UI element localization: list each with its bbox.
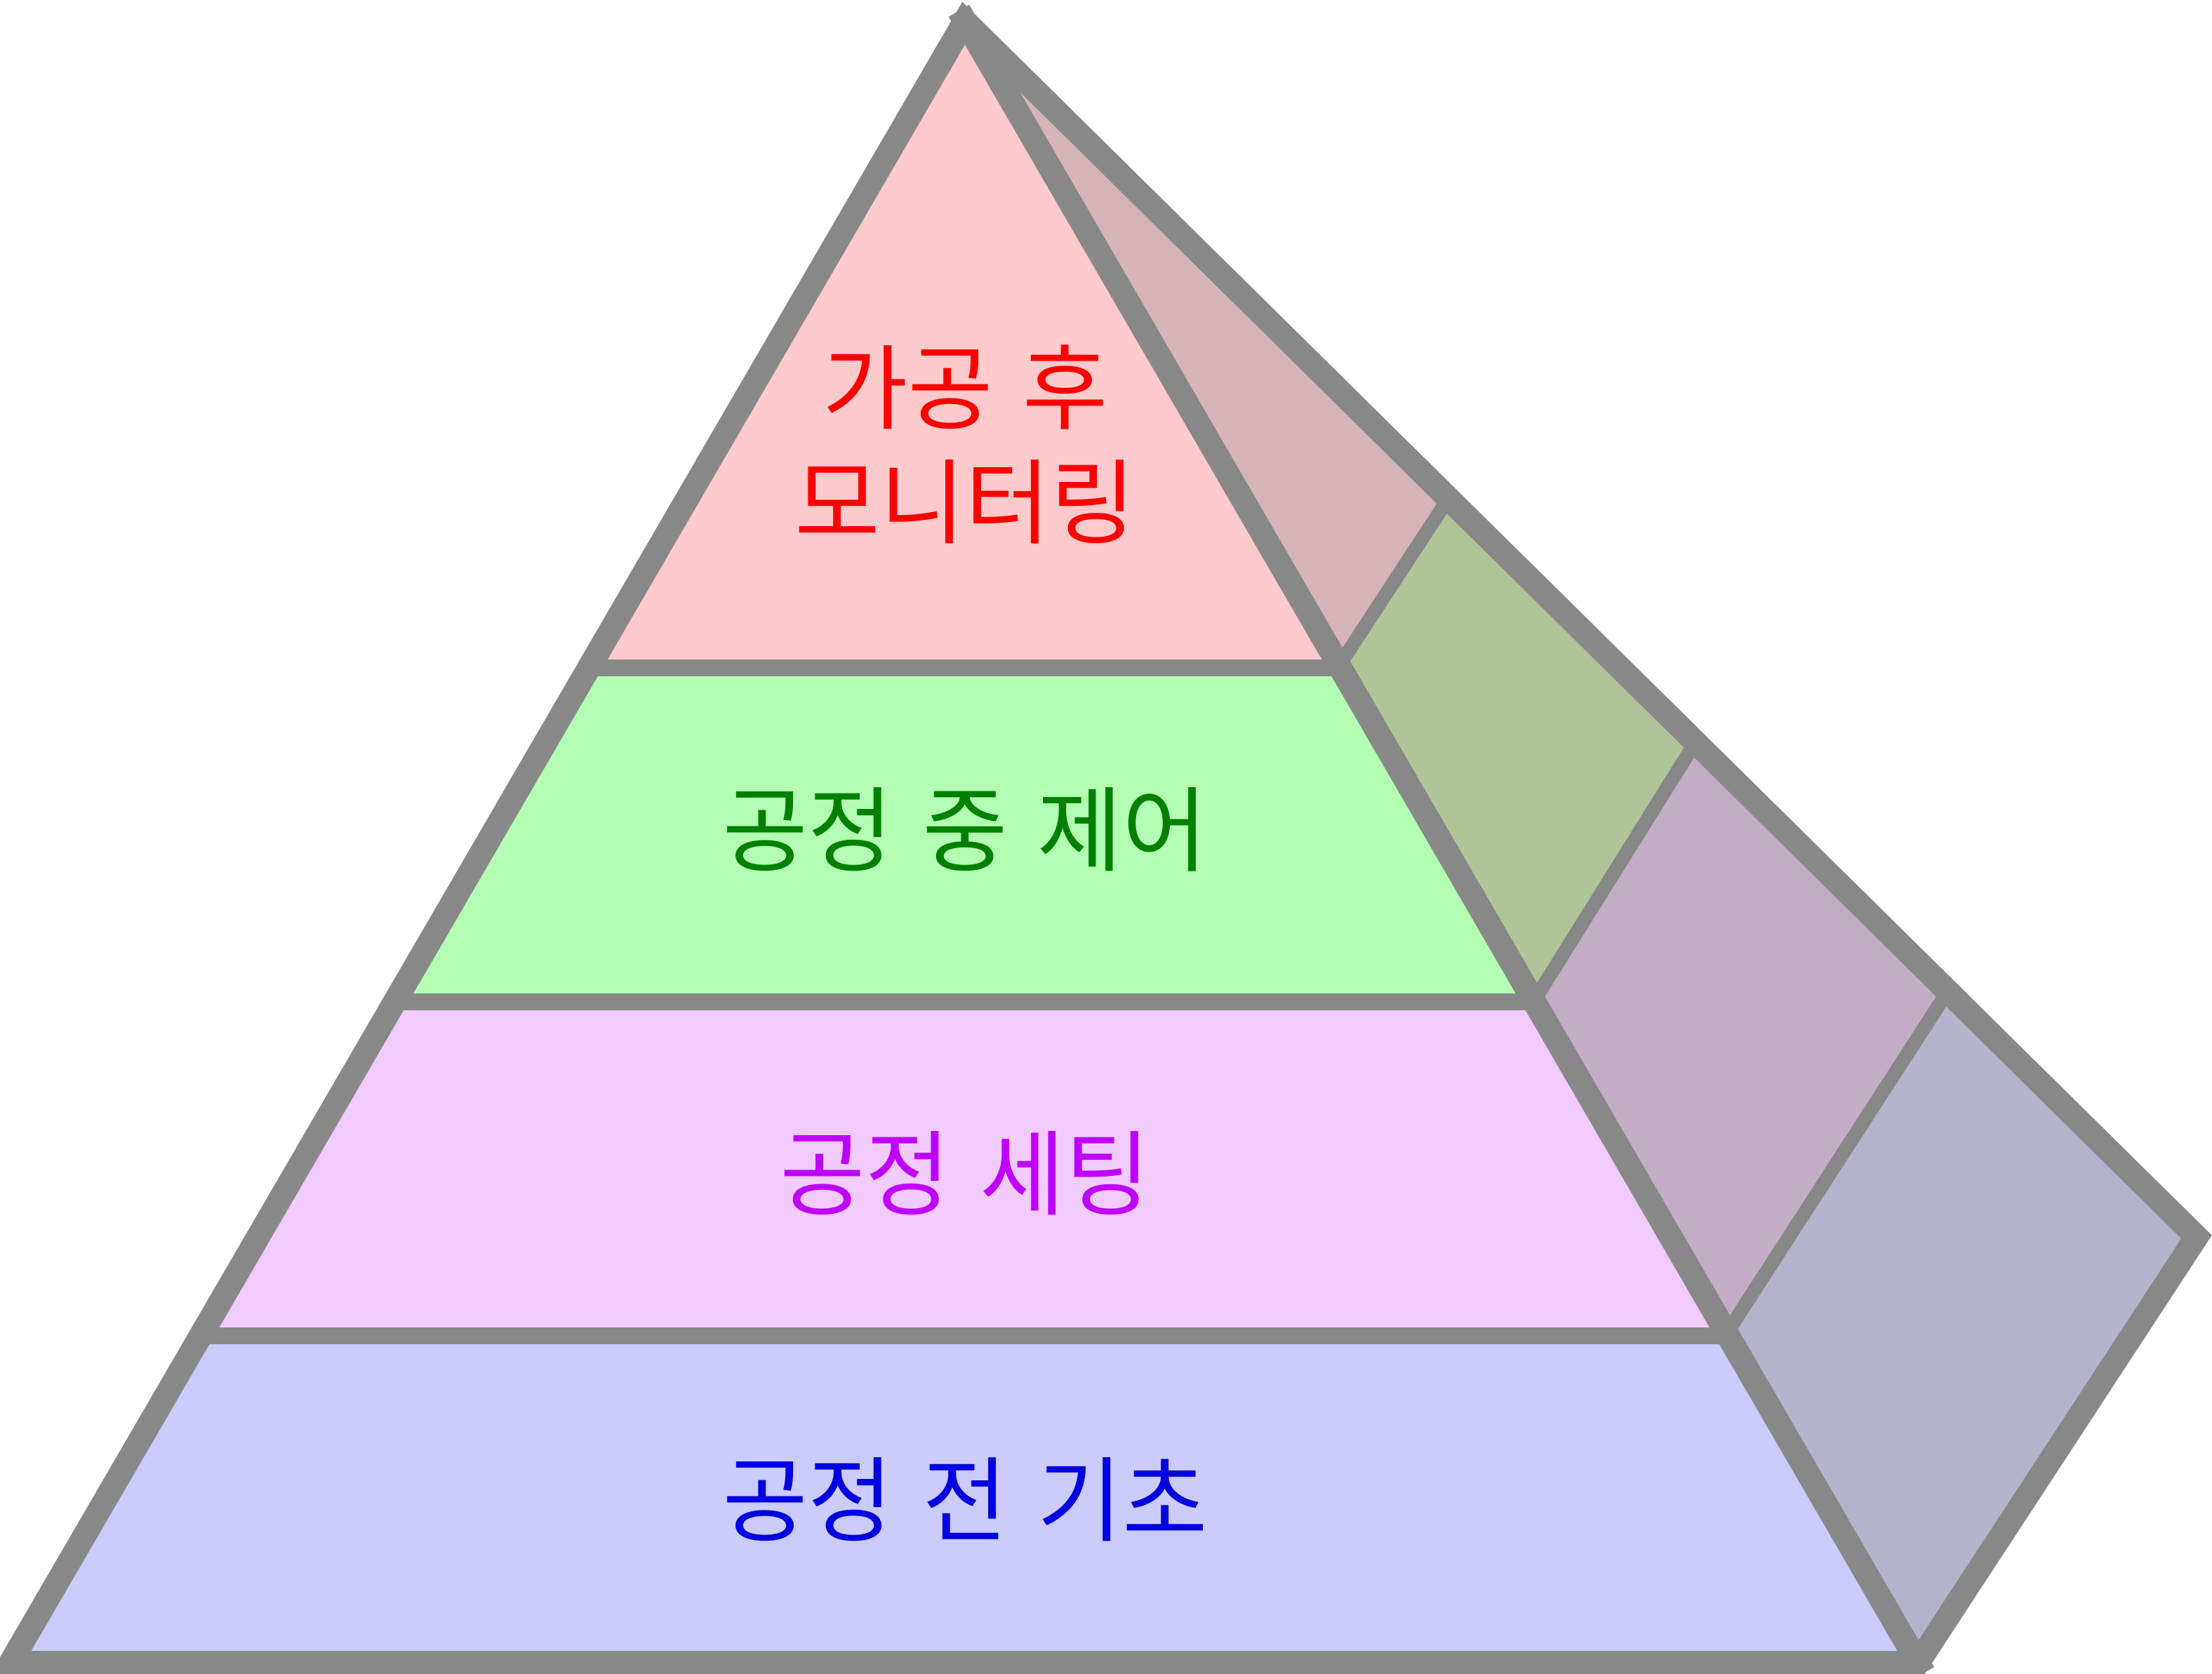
front-right-edge: [948, 4, 1935, 1674]
label-post-process-monitoring-line-2: 모니터링: [794, 450, 1135, 558]
front-layer-process-setting: [208, 998, 1725, 1336]
divider-side-1: [1328, 490, 1458, 678]
front-layer-in-process-control: [401, 673, 1533, 998]
divider-side-3: [1715, 984, 1956, 1346]
front-layer-pre-process-foundation: [13, 1336, 1918, 1656]
label-in-process-control: 공정 중 제어: [722, 778, 1207, 886]
label-post-process-monitoring-line-1: 가공 후: [822, 336, 1107, 444]
label-pre-process-foundation: 공정 전 기초: [722, 1448, 1207, 1556]
front-layer-post-process-monitoring: [592, 32, 1338, 673]
side-panel-in-process-control: [1338, 504, 1691, 998]
divider-side-2: [1524, 740, 1700, 1012]
label-process-setting: 공정 세팅: [780, 1122, 1150, 1230]
side-panel-post-process-monitoring: [965, 32, 1448, 673]
side-panel-process-setting: [1533, 743, 1946, 1336]
